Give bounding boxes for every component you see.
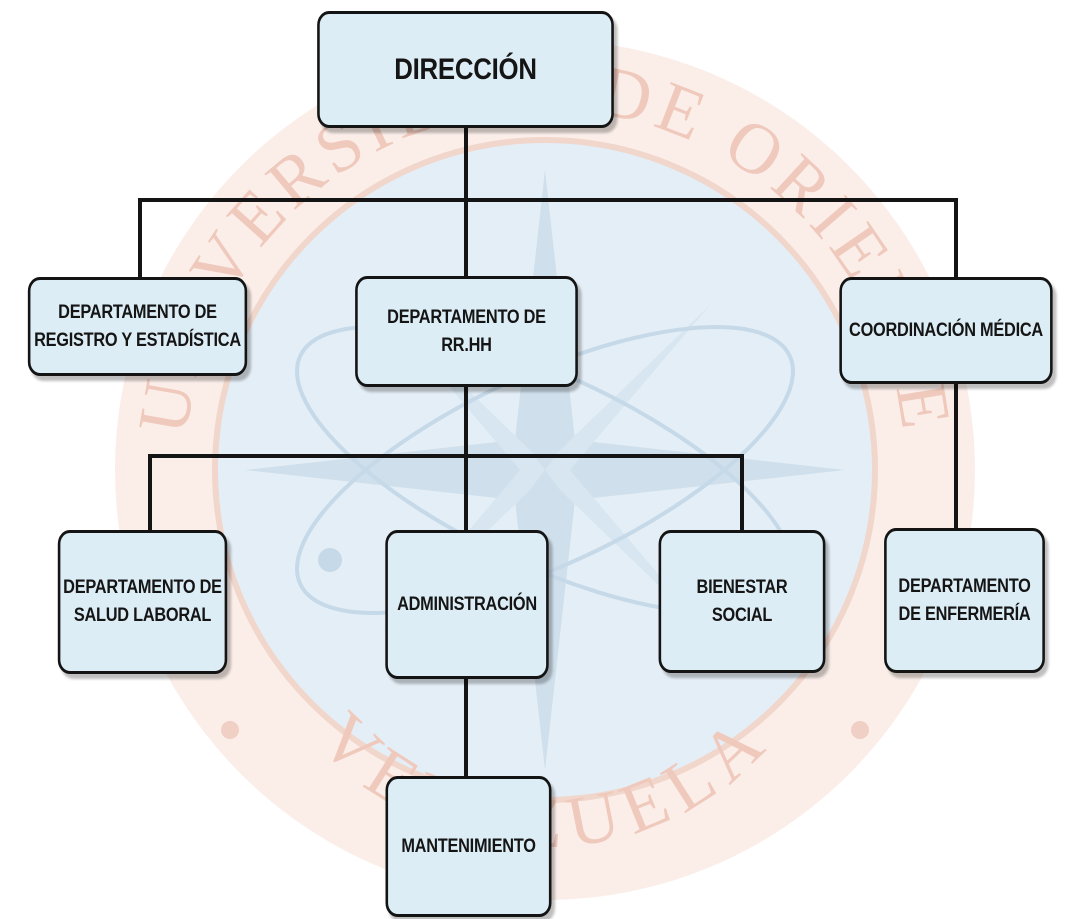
node-departamento-registro: DEPARTAMENTO DE REGISTRO Y ESTADÍSTICA bbox=[27, 277, 248, 376]
node-bienestar-social: BIENESTAR SOCIAL bbox=[658, 530, 826, 673]
node-coordinacion-label: COORDINACIÓN MÉDICA bbox=[849, 319, 1043, 341]
node-salud-line2: SALUD LABORAL bbox=[73, 605, 212, 626]
node-salud-line1: DEPARTAMENTO DE bbox=[63, 577, 222, 599]
node-mantenimiento-label: MANTENIMIENTO bbox=[401, 835, 536, 857]
node-departamento-salud: DEPARTAMENTO DE SALUD LABORAL bbox=[57, 530, 228, 674]
node-departamento-enfermeria: DEPARTAMENTO DE ENFERMERÍA bbox=[884, 528, 1045, 673]
node-administracion: ADMINISTRACIÓN bbox=[385, 530, 549, 679]
node-rrhh-line1: DEPARTAMENTO DE bbox=[387, 306, 546, 328]
node-direccion-label: DIRECCIÓN bbox=[394, 52, 537, 86]
node-departamento-rrhh: DEPARTAMENTO DE RR.HH bbox=[355, 276, 578, 387]
node-rrhh-line2: RR.HH bbox=[441, 334, 492, 356]
node-enfermeria-line1: DEPARTAMENTO bbox=[898, 575, 1031, 597]
node-bienestar-line1: BIENESTAR bbox=[696, 576, 788, 598]
node-registro-line2: REGISTRO Y ESTADÍSTICA bbox=[34, 329, 241, 351]
node-coordinacion-medica: COORDINACIÓN MÉDICA bbox=[839, 277, 1053, 384]
node-direccion: DIRECCIÓN bbox=[317, 11, 614, 128]
node-registro-line1: DEPARTAMENTO DE bbox=[58, 301, 217, 323]
node-bienestar-line2: SOCIAL bbox=[711, 604, 773, 626]
node-mantenimiento: MANTENIMIENTO bbox=[385, 776, 552, 917]
node-enfermeria-line2: DE ENFERMERÍA bbox=[898, 603, 1031, 625]
node-administracion-label: ADMINISTRACIÓN bbox=[397, 593, 537, 615]
